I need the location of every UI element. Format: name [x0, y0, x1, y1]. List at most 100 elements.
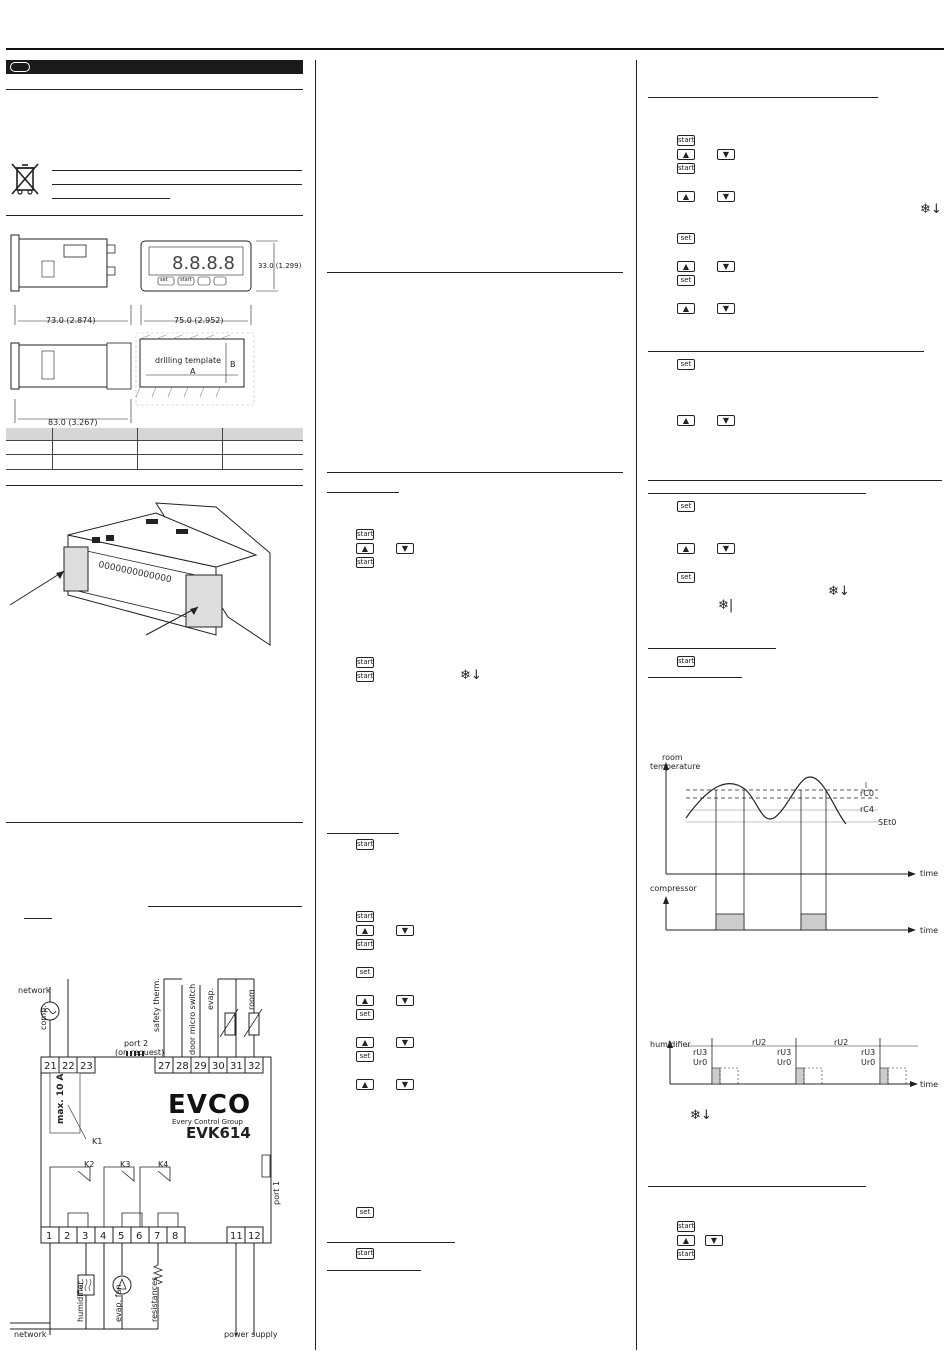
- port1-label: port 1: [272, 1180, 281, 1205]
- key-up-3: ▲: [356, 995, 374, 1006]
- dim-b-label: B: [230, 360, 236, 369]
- key-set-6: set: [677, 275, 695, 286]
- key-down-12: ▼: [705, 1235, 723, 1246]
- k3-label: K3: [120, 1160, 131, 1169]
- door-micro-label: door micro switch: [188, 983, 197, 1055]
- key-set-1: set: [356, 967, 374, 978]
- key-up-11: ▲: [677, 543, 695, 554]
- room-label: room: [247, 989, 256, 1010]
- terminal-3: 3: [82, 1231, 89, 1242]
- key-set-9: set: [677, 572, 695, 583]
- chart2-xlabel: time: [920, 1080, 939, 1089]
- max-rating-label: max. 10 A: [56, 1073, 66, 1124]
- key-start-6: start: [356, 911, 374, 922]
- chart1-ylabel-2: temperature: [650, 762, 701, 771]
- terminal-11: 11: [230, 1231, 243, 1242]
- evap-fan-label: evap. fan: [114, 1284, 123, 1322]
- terminals-top: 21 22 23 27 28 29 30 31 32: [41, 1061, 271, 1073]
- safety-therm-label: safety therm.: [152, 978, 161, 1032]
- chart2-ru3-3: rU3: [861, 1048, 876, 1057]
- port2-label: port 2: [124, 1039, 149, 1048]
- key-start-3: start: [356, 657, 374, 668]
- wiring-diagram: [10, 978, 272, 1335]
- chart2-ur0-3: Ur0: [861, 1058, 876, 1067]
- key-start-8: start: [356, 1248, 374, 1259]
- dim-width-bottom: 83.0 (3.267): [48, 418, 98, 427]
- resistances-label: resistances: [150, 1276, 159, 1322]
- power-supply-label: power supply: [224, 1330, 278, 1339]
- humidifier-wiring-label: humidifier: [76, 1281, 85, 1322]
- dim-width-front: 75.0 (2.952): [174, 316, 224, 325]
- terminal-21: 21: [44, 1061, 57, 1072]
- port2-sub-label: (on request): [115, 1048, 165, 1057]
- terminal-28: 28: [176, 1061, 189, 1072]
- chart2-ru2-2: rU2: [834, 1038, 849, 1047]
- key-set-3: set: [356, 1051, 374, 1062]
- network-bottom-label: network: [14, 1330, 47, 1339]
- chart1-xlabel2: time: [920, 926, 939, 935]
- terminal-2: 2: [64, 1231, 71, 1242]
- key-set-2: set: [356, 1009, 374, 1020]
- terminal-29: 29: [194, 1061, 207, 1072]
- front-set-key: set: [160, 277, 168, 283]
- dim-width-top: 73.0 (2.874): [46, 316, 96, 325]
- network-top-label: network: [18, 986, 51, 995]
- dimension-table: [6, 428, 303, 470]
- key-down-4: ▼: [396, 1037, 414, 1048]
- key-down-8: ▼: [717, 261, 735, 272]
- dim-a-label: A: [190, 367, 196, 376]
- chart2-ur0-2: Ur0: [777, 1058, 792, 1067]
- terminal-1: 1: [46, 1231, 53, 1242]
- chart2-ur0-1: Ur0: [693, 1058, 708, 1067]
- brand-sub: Every Control Group: [172, 1118, 243, 1126]
- defrost-icon-5: ❄↓: [690, 1108, 712, 1123]
- terminal-32: 32: [248, 1061, 261, 1072]
- key-down-10: ▼: [717, 415, 735, 426]
- key-down-3: ▼: [396, 995, 414, 1006]
- terminal-8: 8: [172, 1231, 179, 1242]
- key-set-5: set: [677, 233, 695, 244]
- key-start-4: start: [356, 671, 374, 682]
- key-down-9: ▼: [717, 303, 735, 314]
- key-start-5: start: [356, 839, 374, 850]
- defrost-icon-3: ❄↓: [828, 584, 850, 599]
- key-up-1: ▲: [356, 543, 374, 554]
- chart1-ylabel-1: room: [662, 753, 683, 762]
- key-up-4: ▲: [356, 1037, 374, 1048]
- chart1-xlabel: time: [920, 869, 939, 878]
- k1-label: K1: [92, 1137, 103, 1146]
- k2-label: K2: [84, 1160, 95, 1169]
- mounting-drawing: 0000000000000: [9, 502, 271, 646]
- temperature-chart: [663, 762, 916, 933]
- drilling-template-label: drilling template: [155, 356, 222, 365]
- key-up-8: ▲: [677, 261, 695, 272]
- defrost-icon-1: ❄↓: [460, 668, 482, 683]
- chart2-ru3-2: rU3: [777, 1048, 792, 1057]
- key-set-4: set: [356, 1207, 374, 1218]
- chart1-set0: SEt0: [878, 818, 897, 827]
- chart1-rc4: rC4: [860, 805, 874, 814]
- weee-bin-icon: [11, 163, 39, 195]
- key-start-11: start: [677, 656, 695, 667]
- terminals-bottom: 1 2 3 4 5 6 7 8 11 12: [41, 1231, 271, 1243]
- brand-logo: EVCO: [168, 1090, 252, 1120]
- key-start-13: start: [677, 1249, 695, 1260]
- key-set-7: set: [677, 359, 695, 370]
- key-up-2: ▲: [356, 925, 374, 936]
- key-start-9: start: [677, 135, 695, 146]
- key-up-6: ▲: [677, 149, 695, 160]
- language-badge: [10, 62, 30, 72]
- key-down-1: ▼: [396, 543, 414, 554]
- svg-text:8.8.8.8: 8.8.8.8: [172, 253, 235, 274]
- dim-height-front: 33.0 (1.299): [258, 262, 302, 270]
- key-up-12: ▲: [677, 1235, 695, 1246]
- terminal-4: 4: [100, 1231, 107, 1242]
- section-header-bar: [6, 60, 303, 74]
- key-down-6: ▼: [717, 149, 735, 160]
- chart1-ylabel2: compressor: [650, 884, 697, 893]
- key-start-7: start: [356, 939, 374, 950]
- key-up-7: ▲: [677, 191, 695, 202]
- chart2-ylabel: humidifier: [650, 1040, 691, 1049]
- terminal-5: 5: [118, 1231, 125, 1242]
- key-up-9: ▲: [677, 303, 695, 314]
